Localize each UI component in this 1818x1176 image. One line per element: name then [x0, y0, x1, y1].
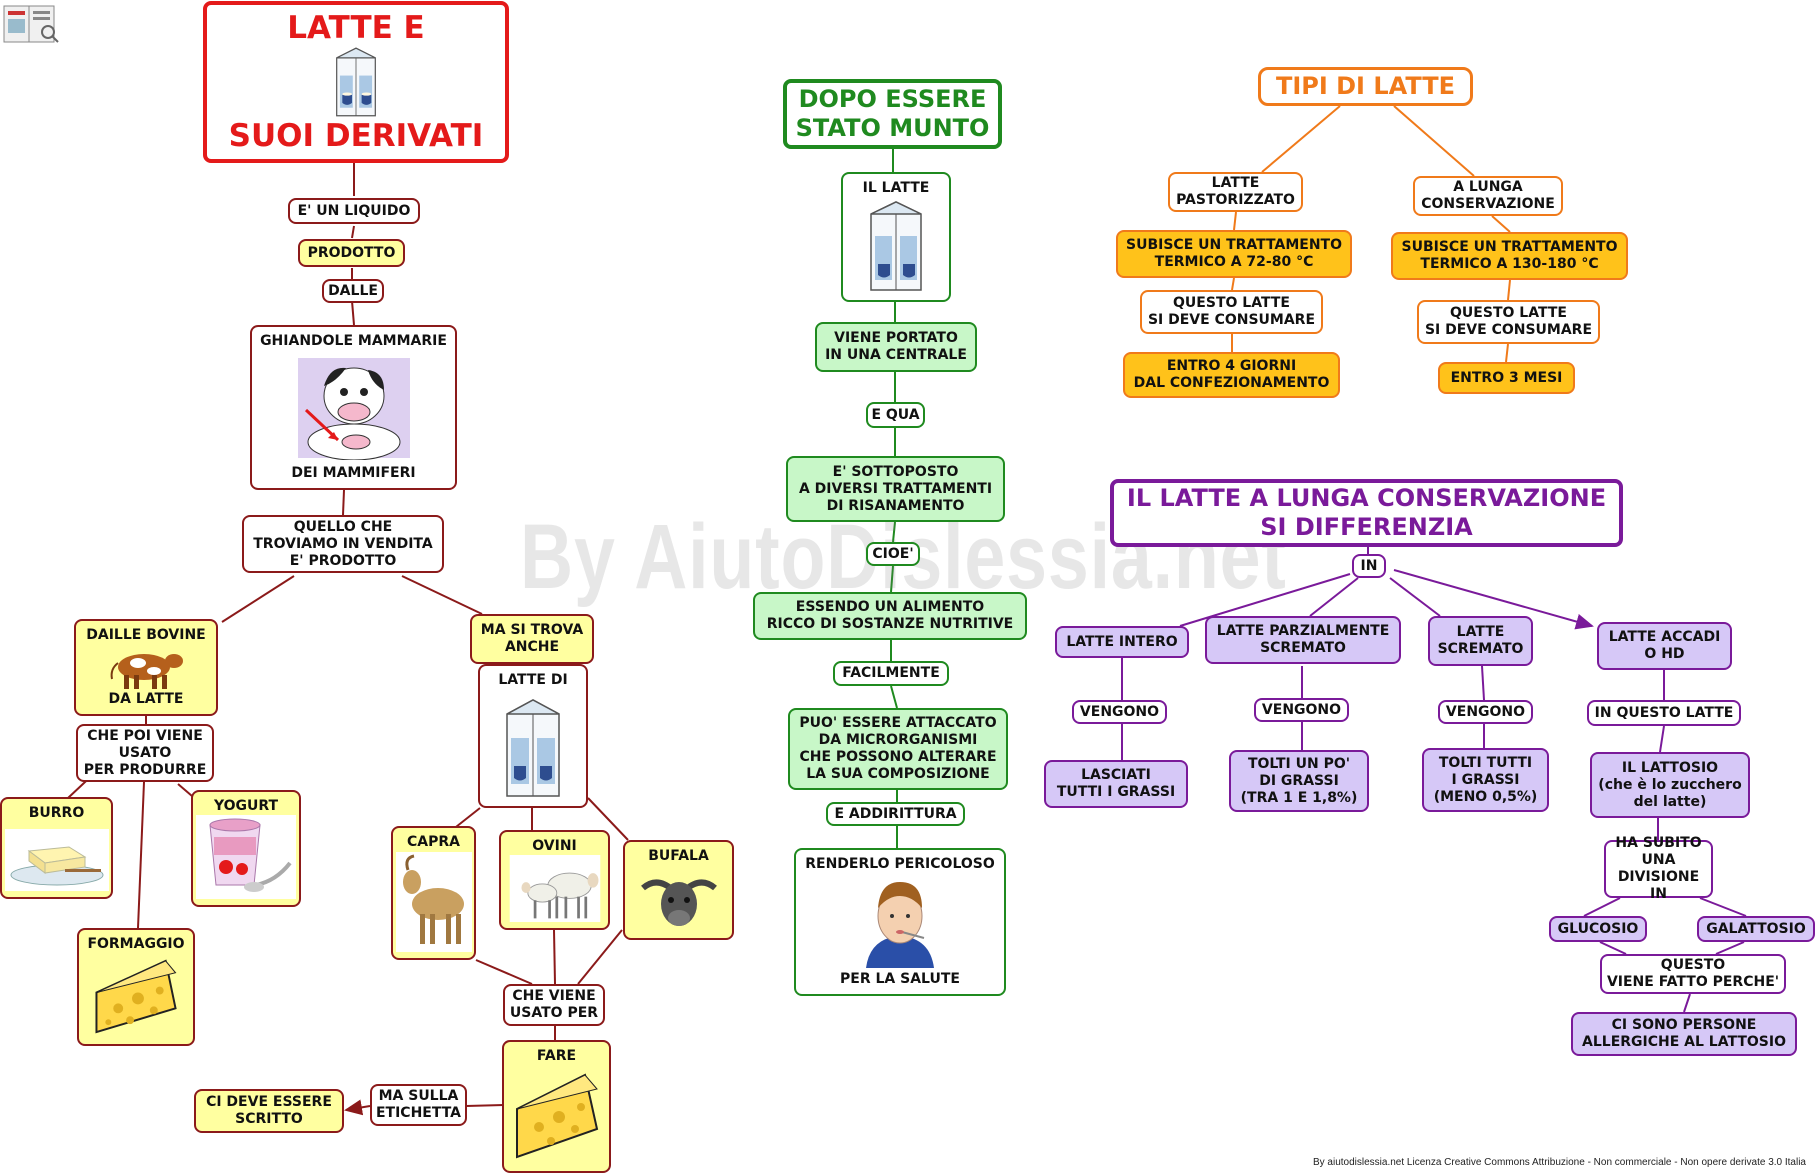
lunga-links [1121, 547, 1747, 1013]
node-anche: MA SI TROVA ANCHE [470, 614, 594, 664]
node-parzialmente: LATTE PARZIALMENTE SCREMATO [1205, 616, 1401, 664]
node-bufala: BUFALA [623, 840, 734, 940]
node-scritto: CI DEVE ESSERE SCRITTO [194, 1089, 344, 1133]
milk-carton-icon-2 [506, 699, 560, 797]
node-cioe: CIOE' [866, 542, 920, 566]
node-capra: CAPRA [391, 826, 476, 960]
node-latte-intero: LATTE INTERO [1055, 626, 1189, 658]
title-lunga-differenzia: IL LATTE A LUNGA CONSERVAZIONE SI DIFFER… [1110, 479, 1623, 547]
left-links [67, 163, 629, 1116]
node-past-entro: ENTRO 4 GIORNI DAL CONFEZIONAMENTO [1123, 352, 1340, 398]
node-portato: VIENE PORTATO IN UNA CENTRALE [815, 322, 977, 372]
node-in-questo: IN QUESTO LATTE [1587, 700, 1741, 726]
node-glucosio: GLUCOSIO [1549, 916, 1647, 942]
milk-carton-icon-3 [870, 201, 922, 291]
cow-udder-icon [297, 357, 410, 460]
node-alimento: ESSENDO UN ALIMENTO RICCO DI SOSTANZE NU… [753, 592, 1027, 640]
yogurt-icon [196, 815, 296, 899]
latte-di-label: LATTE DI [498, 672, 568, 688]
node-bovine: DAILLE BOVINE DA LATTE [74, 619, 218, 716]
ovini-label: OVINI [532, 838, 577, 854]
node-vengono-3: VENGONO [1438, 700, 1533, 724]
node-lunga-consumo: QUESTO LATTE SI DEVE CONSUMARE [1417, 300, 1600, 344]
node-vengono-1: VENGONO [1072, 700, 1167, 724]
node-ghiandole: GHIANDOLE MAMMARIE DEI MAMMIFERI [250, 325, 457, 490]
node-allergiche: CI SONO PERSONE ALLERGICHE AL LATTOSIO [1571, 1012, 1797, 1056]
node-e-qua: E QUA [866, 402, 925, 428]
node-trattamenti: E' SOTTOPOSTO A DIVERSI TRATTAMENTI DI R… [786, 456, 1005, 522]
node-accadi: LATTE ACCADI O HD [1597, 622, 1732, 670]
book-logo-icon [2, 2, 60, 50]
title-dopo-munto: DOPO ESSERE STATO MUNTO [783, 79, 1002, 149]
node-lattosio: IL LATTOSIO (che è lo zucchero del latte… [1590, 752, 1750, 818]
node-pastorizzato: LATTE PASTORIZZATO [1168, 172, 1303, 212]
node-formaggio: FORMAGGIO [77, 928, 195, 1046]
capra-label: CAPRA [407, 834, 460, 850]
cheese-icon-2 [515, 1073, 598, 1159]
node-in: IN [1352, 554, 1386, 578]
title-latte-derivati: LATTE E SUOI DERIVATI [203, 1, 509, 163]
node-scremato: LATTE SCREMATO [1428, 616, 1533, 666]
node-burro: BURRO [0, 797, 113, 899]
pericoloso-bottom: PER LA SALUTE [840, 971, 960, 987]
node-prodotto: PRODOTTO [298, 239, 405, 267]
node-past-trattamento: SUBISCE UN TRATTAMENTO TERMICO A 72-80 °… [1116, 230, 1352, 278]
sheep-icon [509, 855, 600, 922]
yogurt-label: YOGURT [213, 798, 279, 814]
bovine-top: DAILLE BOVINE [86, 627, 206, 643]
node-dalle: DALLE [322, 279, 384, 303]
burro-label: BURRO [28, 805, 85, 821]
title-tipi-latte: TIPI DI LATTE [1258, 67, 1473, 106]
node-ovini: OVINI [499, 830, 610, 930]
node-perche: QUESTO VIENE FATTO PERCHE' [1600, 954, 1786, 994]
node-il-latte: IL LATTE [841, 172, 951, 302]
sick-child-icon [866, 882, 934, 968]
node-vengono-2: VENGONO [1254, 698, 1349, 722]
node-etichetta: MA SULLA ETICHETTA [370, 1084, 467, 1126]
node-lasciati: LASCIATI TUTTI I GRASSI [1044, 760, 1188, 808]
formaggio-label: FORMAGGIO [87, 936, 185, 952]
bufala-label: BUFALA [648, 848, 709, 864]
license-footer: By aiutodislessia.net Licenza Creative C… [1312, 1157, 1806, 1168]
title-bottom: SUOI DERIVATI [228, 118, 484, 154]
node-yogurt: YOGURT [191, 790, 301, 907]
node-galattosio: GALATTOSIO [1697, 916, 1815, 942]
node-divisione: HA SUBITO UNA DIVISIONE IN [1604, 835, 1713, 902]
title-top: LATTE E [287, 10, 425, 46]
node-liquido: E' UN LIQUIDO [288, 198, 420, 224]
node-usato-per: CHE VIENE USATO PER [503, 984, 605, 1026]
node-lunga-entro: ENTRO 3 MESI [1438, 362, 1575, 394]
node-latte-di: LATTE DI [478, 664, 588, 808]
butter-icon [4, 829, 109, 891]
node-fare: FARE [502, 1040, 611, 1173]
buffalo-icon [640, 879, 717, 926]
types-links [1231, 105, 1511, 363]
goat-icon [395, 852, 472, 952]
node-tolti-tutti: TOLTI TUTTI I GRASSI (MENO 0,5%) [1422, 748, 1549, 812]
cow-icon [110, 653, 183, 689]
node-facilmente: FACILMENTE [833, 661, 949, 686]
node-lunga-trattamento: SUBISCE UN TRATTAMENTO TERMICO A 130-180… [1391, 232, 1628, 280]
bovine-bottom: DA LATTE [108, 691, 184, 707]
ghiandole-top: GHIANDOLE MAMMARIE [260, 333, 447, 349]
milk-carton-icon [336, 47, 376, 117]
node-pericoloso: RENDERLO PERICOLOSO PER LA SALUTE [794, 848, 1006, 996]
il-latte-label: IL LATTE [862, 180, 930, 196]
node-vendita: QUELLO CHE TROVIAMO IN VENDITA E' PRODOT… [242, 515, 444, 573]
middle-links [890, 149, 898, 848]
node-tolti-po: TOLTI UN PO' DI GRASSI (TRA 1 E 1,8%) [1229, 750, 1369, 812]
node-attaccato: PUO' ESSERE ATTACCATO DA MICRORGANISMI C… [788, 708, 1008, 790]
cheese-icon [95, 959, 177, 1034]
node-past-consumo: QUESTO LATTE SI DEVE CONSUMARE [1140, 290, 1323, 334]
ghiandole-bottom: DEI MAMMIFERI [291, 465, 416, 481]
fare-label: FARE [536, 1048, 577, 1064]
node-lunga-conservazione: A LUNGA CONSERVAZIONE [1413, 176, 1563, 216]
node-usato: CHE POI VIENE USATO PER PRODURRE [76, 724, 214, 782]
pericoloso-top: RENDERLO PERICOLOSO [805, 856, 995, 872]
node-addirittura: E ADDIRITTURA [826, 802, 965, 826]
